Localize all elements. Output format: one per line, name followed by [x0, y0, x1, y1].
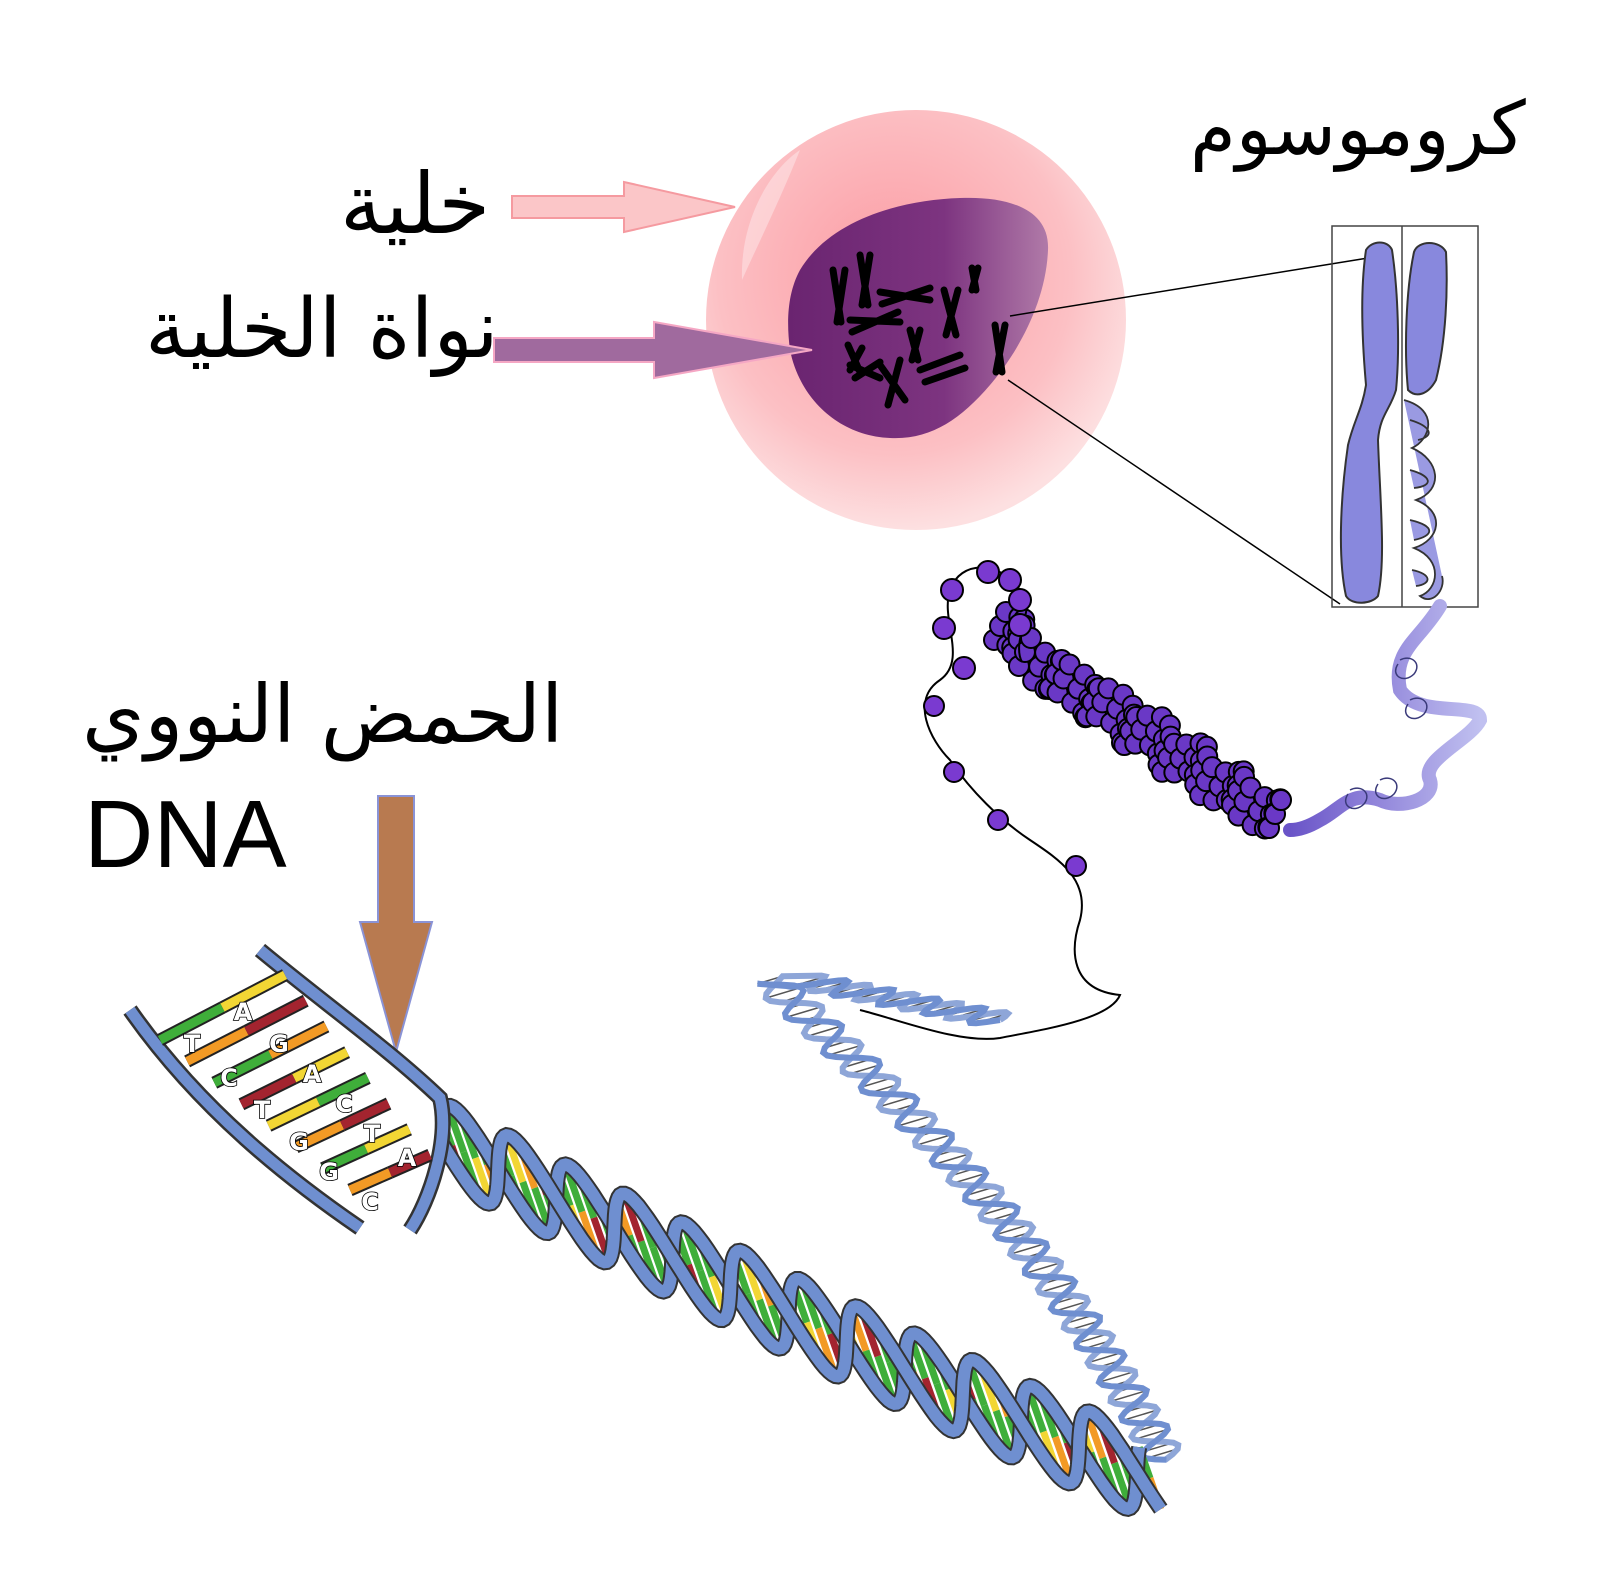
base-letter: T: [254, 1096, 271, 1124]
zoom-lines: [1007, 257, 1369, 605]
nucleosome-fiber: [983, 601, 1293, 840]
base-letter: A: [398, 1144, 417, 1172]
base-letter: C: [220, 1064, 238, 1092]
base-letter: T: [184, 1030, 201, 1058]
nucleus-chromosomes: [829, 251, 1009, 409]
chromosome-label: كروموسوم: [1190, 86, 1526, 172]
nucleus-label: نواة الخلية: [145, 282, 499, 377]
dna-helix-thin: [757, 972, 1182, 1463]
chromosome-detail: [1331, 225, 1479, 608]
dna-arabic-label: الحمض النووي: [82, 668, 564, 761]
base-letter: A: [303, 1060, 322, 1088]
base-letter: C: [361, 1188, 379, 1216]
base-letter: G: [269, 1030, 289, 1058]
cell-nucleus: [788, 197, 1049, 439]
nucleus-arrow: [493, 320, 813, 380]
beads-on-string: [859, 560, 1122, 1040]
base-letter: T: [364, 1120, 381, 1148]
dna-english-label: DNA: [84, 781, 287, 888]
chromatin-fiber: [1283, 599, 1488, 837]
cell-arrow: [511, 180, 736, 234]
base-letter: G: [319, 1158, 339, 1186]
base-letter: C: [335, 1090, 353, 1118]
cell-label: خلية: [340, 155, 491, 253]
dna-arrow: [358, 795, 434, 1056]
base-letter: G: [289, 1128, 309, 1156]
dna-double-helix: [432, 1097, 1168, 1518]
base-letter: A: [234, 998, 253, 1026]
